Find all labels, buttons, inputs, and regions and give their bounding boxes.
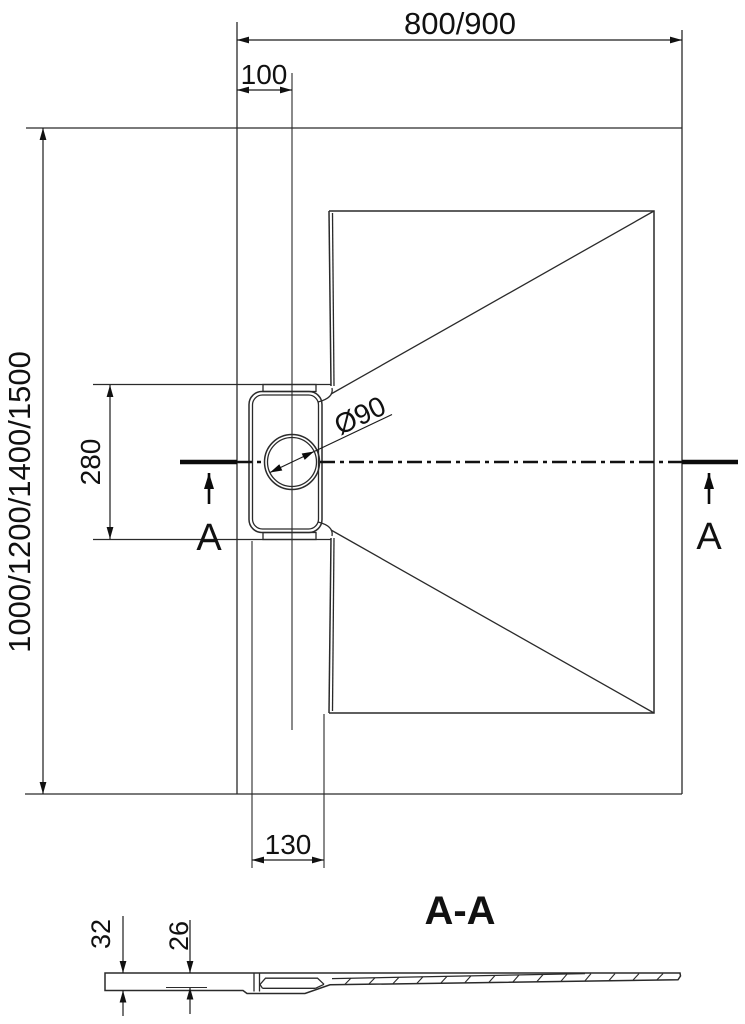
funnel-mouth-top-curve bbox=[317, 387, 333, 403]
section-drain-cover-top bbox=[259, 977, 325, 985]
dim-floor-thickness-label: 26 bbox=[164, 921, 194, 951]
slope-diagonal-top bbox=[330, 210, 655, 395]
cutting-plane bbox=[180, 459, 738, 504]
section-title: A-A bbox=[424, 889, 495, 933]
drain-diameter-arrow-right bbox=[301, 451, 314, 460]
channel-tab-top bbox=[262, 383, 317, 393]
floor-left-edge-bottom-inner bbox=[331, 537, 335, 712]
tray-outer-outline bbox=[25, 22, 683, 795]
drain-diameter-leader bbox=[269, 413, 393, 474]
dim-drain-offset-label: 100 bbox=[241, 59, 288, 90]
floor-left-edge-top bbox=[328, 210, 332, 387]
section-floor-slope-line bbox=[331, 972, 586, 980]
section-marker-left-label: A bbox=[196, 517, 222, 559]
plan-dimensions bbox=[39, 36, 682, 868]
dim-channel-width-label: 130 bbox=[265, 829, 312, 860]
dim-width-label: 800/900 bbox=[404, 6, 516, 41]
dim-length-label: 1000/1200/1400/1500 bbox=[2, 351, 37, 653]
section-drain-cover-bevel-left bbox=[259, 984, 264, 989]
drain-diameter-label: Ø90 bbox=[329, 390, 390, 441]
floor-left-edge-top-inner bbox=[331, 212, 335, 387]
section-hatching bbox=[344, 973, 664, 985]
slope-diagonal-bottom bbox=[330, 529, 655, 714]
section-view bbox=[104, 916, 682, 1016]
drain-diameter-arrow-left bbox=[270, 464, 283, 473]
funnel-mouth-bottom-curve bbox=[317, 521, 333, 537]
channel-inner-wall bbox=[251, 394, 320, 530]
section-profile-outline bbox=[104, 972, 682, 995]
channel-tab-bottom bbox=[262, 531, 317, 541]
dim-channel-length-label: 280 bbox=[75, 439, 106, 486]
section-drain-cover-bevel-right bbox=[315, 983, 325, 989]
floor-left-edge-bottom bbox=[328, 537, 332, 714]
floor-boundary bbox=[329, 210, 655, 714]
section-marker-right-label: A bbox=[696, 516, 722, 558]
drain bbox=[263, 73, 321, 730]
drawing-labels: 800/900 100 1000/1200/1400/1500 280 Ø90 … bbox=[2, 6, 722, 951]
dim-total-thickness-label: 32 bbox=[86, 919, 116, 949]
